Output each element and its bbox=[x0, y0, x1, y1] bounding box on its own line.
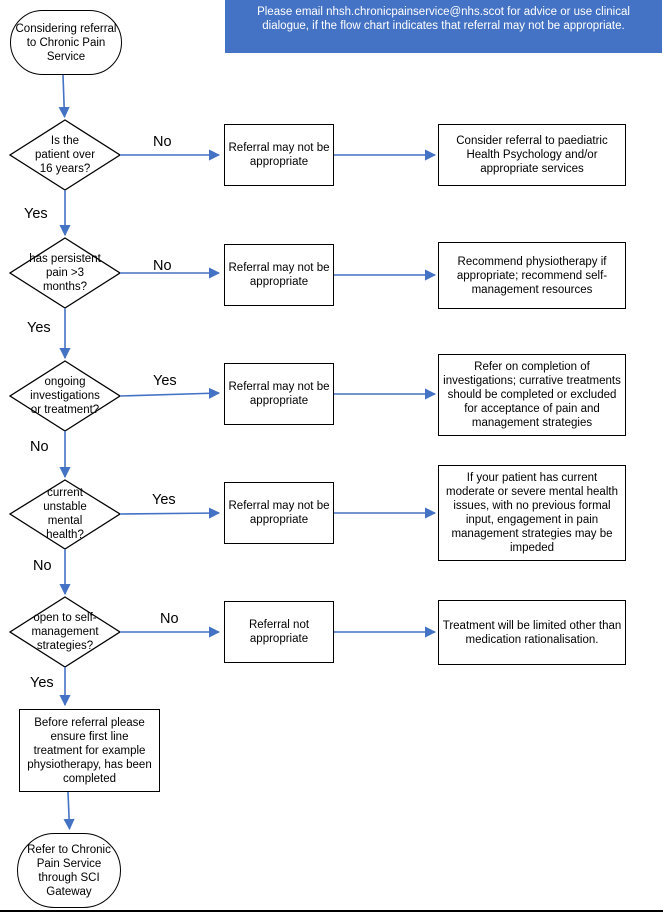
decision-text-mental-health: current unstable mental health? bbox=[43, 487, 87, 541]
outcome-box-mental-health: Referral may not be appropriate bbox=[224, 482, 334, 544]
outcome-text-pain-duration: Referral may not be appropriate bbox=[228, 262, 330, 288]
label-no-mental-health: No bbox=[33, 558, 52, 574]
label-no-self-management: No bbox=[160, 611, 179, 627]
outcome-box-age: Referral may not be appropriate bbox=[224, 124, 334, 186]
decision-text-self-management: open to self-management strategies? bbox=[31, 612, 99, 652]
prereferral-box: Before referral please ensure first line… bbox=[19, 709, 160, 792]
decision-text-pain-duration: has persistent pain >3 months? bbox=[29, 253, 101, 293]
label-no-investigations: No bbox=[30, 439, 49, 455]
outcome-text-investigations: Referral may not be appropriate bbox=[228, 381, 330, 407]
email-advice-banner: Please email nhsh.chronicpainservice@nhs… bbox=[225, 0, 662, 53]
outcome-text-self-management: Referral not appropriate bbox=[248, 619, 310, 645]
start-text: Considering referral to Chronic Pain Ser… bbox=[15, 22, 117, 63]
label-yes-self-management: Yes bbox=[30, 675, 54, 691]
label-yes-age: Yes bbox=[24, 206, 48, 222]
label-yes-investigations: Yes bbox=[153, 373, 177, 389]
action-box-mental-health: If your patient has current moderate or … bbox=[438, 465, 626, 561]
action-text-mental-health: If your patient has current moderate or … bbox=[446, 472, 618, 554]
action-box-self-management: Treatment will be limited other than med… bbox=[438, 600, 626, 665]
action-text-investigations: Refer on completion of investigations; c… bbox=[443, 361, 621, 429]
action-text-age: Consider referral to paediatric Health P… bbox=[456, 135, 608, 175]
start-terminal: Considering referral to Chronic Pain Ser… bbox=[10, 10, 122, 75]
outcome-text-age: Referral may not be appropriate bbox=[228, 142, 330, 168]
label-yes-mental-health: Yes bbox=[152, 492, 176, 508]
page-bottom-border bbox=[0, 910, 663, 912]
action-box-investigations: Refer on completion of investigations; c… bbox=[438, 354, 626, 436]
action-box-age: Consider referral to paediatric Health P… bbox=[438, 124, 626, 186]
end-text: Refer to Chronic Pain Service through SC… bbox=[27, 843, 111, 898]
outcome-box-self-management: Referral not appropriate bbox=[224, 601, 334, 663]
outcome-text-mental-health: Referral may not be appropriate bbox=[228, 500, 330, 526]
decision-text-investigations: ongoing investigations or treatment? bbox=[30, 376, 100, 416]
outcome-box-pain-duration: Referral may not be appropriate bbox=[224, 244, 334, 306]
action-text-pain-duration: Recommend physiotherapy if appropriate; … bbox=[456, 255, 608, 296]
label-no-age: No bbox=[153, 134, 172, 150]
decision-text-age: Is the patient over 16 years? bbox=[34, 135, 96, 175]
label-yes-pain-duration: Yes bbox=[27, 320, 51, 336]
outcome-box-investigations: Referral may not be appropriate bbox=[224, 363, 334, 425]
action-box-pain-duration: Recommend physiotherapy if appropriate; … bbox=[438, 242, 626, 309]
prereferral-text: Before referral please ensure first line… bbox=[27, 716, 152, 785]
action-text-self-management: Treatment will be limited other than med… bbox=[442, 619, 622, 646]
label-no-pain-duration: No bbox=[153, 258, 172, 274]
end-terminal: Refer to Chronic Pain Service through SC… bbox=[17, 833, 121, 908]
